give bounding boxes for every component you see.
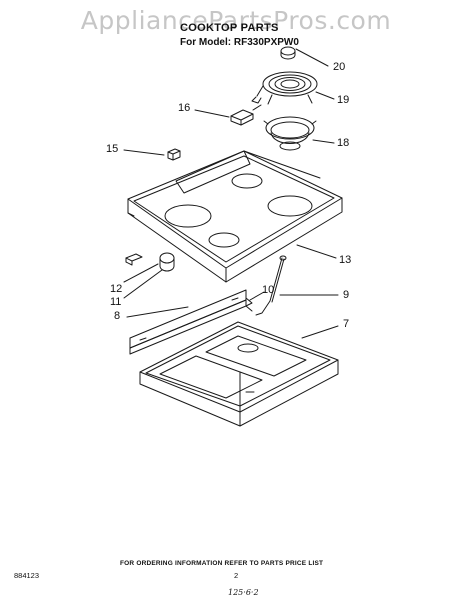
callout-16: 16 — [178, 102, 191, 114]
part-15-clip — [167, 148, 181, 161]
callout-8: 8 — [114, 310, 121, 322]
callout-12: 12 — [110, 283, 123, 295]
ordering-note: FOR ORDERING INFORMATION REFER TO PARTS … — [120, 560, 324, 567]
part-8-front-panel — [129, 289, 247, 355]
callout-11: 11 — [110, 296, 122, 308]
part-20-knob-cap — [280, 46, 296, 60]
callout-15: 15 — [106, 143, 119, 155]
callout-7: 7 — [343, 318, 350, 330]
callout-13: 13 — [339, 254, 352, 266]
part-19-surface-element — [251, 71, 318, 105]
part-7-drip-pan — [139, 321, 339, 427]
diagram-title: COOKTOP PARTS — [180, 22, 279, 34]
page-number: 2 — [234, 571, 239, 580]
part-16-terminal-block — [230, 104, 262, 126]
part-10-spring — [245, 297, 253, 312]
handwritten-note: 125·6·2 — [228, 588, 259, 597]
model-label: For Model: RF330PXPW0 — [180, 37, 299, 48]
leader-lines — [123, 48, 339, 339]
document-number: 884123 — [14, 571, 40, 580]
callout-9: 9 — [343, 289, 350, 301]
part-9-rod — [255, 255, 287, 316]
part-13-cooktop — [127, 150, 343, 283]
callout-18: 18 — [337, 137, 350, 149]
callout-19: 19 — [337, 94, 350, 106]
part-18-drip-bowl — [263, 116, 317, 151]
callout-20: 20 — [333, 61, 346, 73]
part-12-hinge — [125, 253, 143, 266]
watermark-text: AppliancePartsPros.com — [80, 6, 392, 35]
callout-10: 10 — [262, 284, 275, 296]
part-11-bracket — [159, 252, 175, 272]
